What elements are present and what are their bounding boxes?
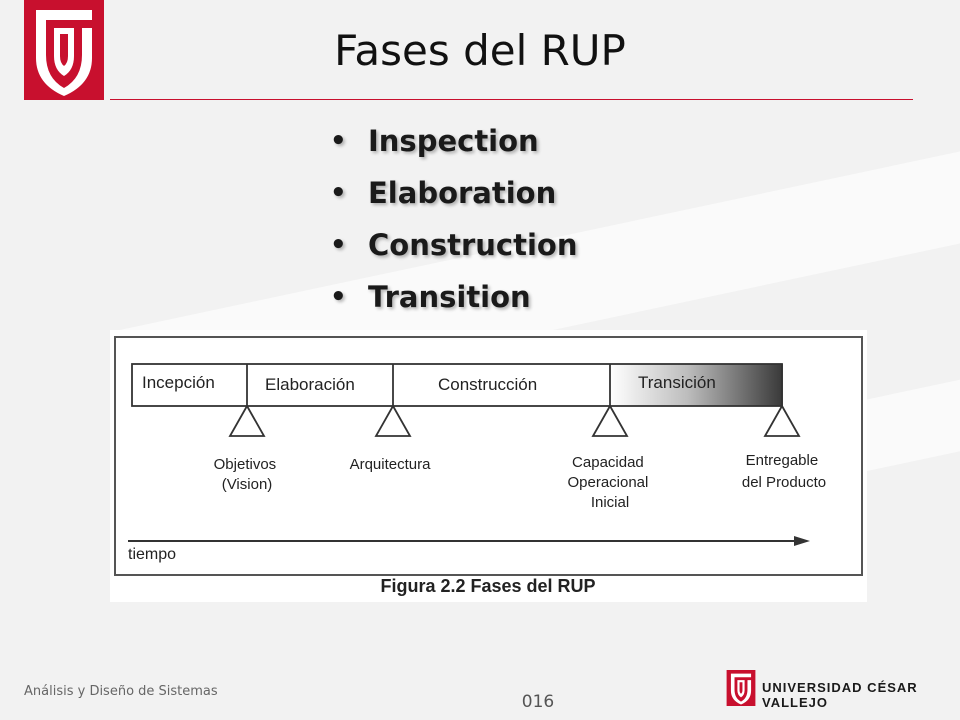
figure-caption: Figura 2.2 Fases del RUP	[380, 576, 595, 596]
title-divider	[110, 99, 913, 100]
bullet-label: Elaboration	[368, 176, 557, 210]
bullet-marker: •	[330, 126, 347, 156]
milestone-label: Arquitectura	[350, 456, 432, 473]
university-name: UNIVERSIDAD CÉSAR VALLEJO	[762, 680, 918, 710]
bullet-label: Inspection	[368, 124, 539, 158]
milestone-label: Objetivos (Vision)	[214, 456, 281, 493]
slide-title: Fases del RUP	[334, 26, 626, 75]
time-arrow-head	[794, 536, 810, 546]
university-logo-icon	[24, 0, 104, 100]
phase-label-elaboration: Elaboración	[265, 375, 355, 394]
bullet-item: • Elaboration	[330, 172, 578, 224]
page-number: 016	[521, 692, 555, 712]
figure-frame	[114, 336, 863, 576]
milestone-triangle	[228, 404, 266, 437]
university-logo-icon	[726, 670, 756, 706]
milestone-label: Entregable del Producto	[742, 452, 826, 491]
rup-phases-diagram: Incepción Elaboración Construcción Trans…	[114, 336, 863, 596]
phase-label-transition: Transición	[638, 373, 716, 392]
bullet-label: Transition	[368, 280, 531, 314]
bullet-marker: •	[330, 178, 347, 208]
milestone-triangle	[374, 404, 412, 437]
bullet-item: • Construction	[330, 224, 578, 276]
phase-label-inception: Incepción	[142, 373, 215, 392]
time-label: tiempo	[128, 546, 176, 563]
bullet-label: Construction	[368, 228, 578, 262]
course-name: Análisis y Diseño de Sistemas	[24, 684, 218, 699]
bullet-marker: •	[330, 230, 347, 260]
milestone-label: Capacidad Operacional Inicial	[567, 454, 652, 511]
phase-label-construction: Construcción	[438, 375, 537, 394]
rup-phases-figure: Incepción Elaboración Construcción Trans…	[110, 330, 867, 602]
milestone-triangle	[763, 404, 801, 437]
bullet-item: • Transition	[330, 276, 578, 328]
transition-shading	[610, 364, 782, 406]
phase-bullet-list: • Inspection • Elaboration • Construction •…	[330, 120, 578, 328]
milestone-triangle	[591, 404, 629, 437]
bullet-marker: •	[330, 282, 347, 312]
bullet-item: • Inspection	[330, 120, 578, 172]
